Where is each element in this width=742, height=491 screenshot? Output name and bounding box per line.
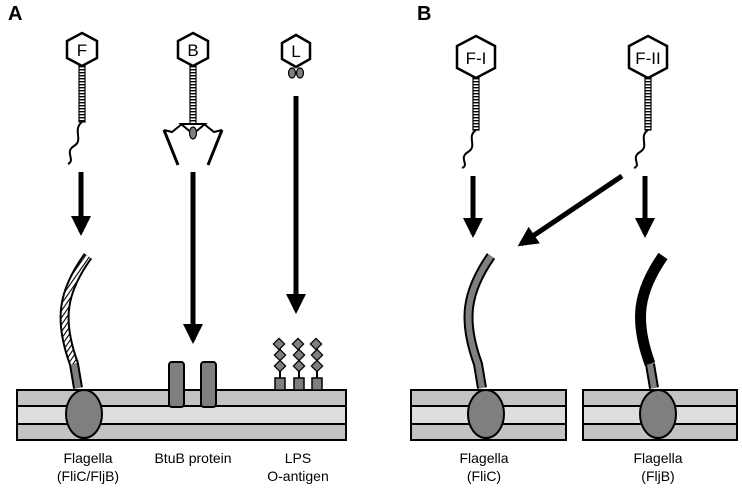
label-flagella-fljb-line1: Flagella — [633, 450, 682, 466]
phage-b: B — [162, 31, 224, 166]
panel-a-label: A — [8, 3, 22, 25]
panel-b-label: B — [417, 3, 431, 25]
btub-protein — [168, 361, 217, 408]
label-flagella-a-line1: Flagella — [63, 450, 112, 466]
phage-l-label: L — [291, 42, 300, 61]
label-flagella-flic-line2: (FliC) — [467, 468, 501, 484]
flagella-a — [59, 253, 103, 439]
label-btub: BtuB protein — [154, 450, 231, 466]
phage-f1-label: F-I — [466, 49, 487, 68]
flagella-flic — [463, 253, 505, 439]
phage-f: F — [65, 31, 99, 165]
phage-f1: F-I — [455, 34, 497, 169]
arrow-f2-to-flic — [517, 173, 624, 247]
phage-f-label: F — [77, 41, 87, 60]
phage-f2-label: F-II — [635, 49, 661, 68]
label-flagella-fljb-line2: (FljB) — [641, 468, 674, 484]
label-flagella-flic-line1: Flagella — [459, 450, 508, 466]
phage-l: L — [280, 33, 312, 79]
lps-o-antigen — [272, 337, 324, 391]
phage-b-label: B — [187, 41, 198, 60]
label-lps-line2: O-antigen — [267, 468, 328, 484]
label-lps-line1: LPS — [285, 450, 311, 466]
label-flagella-a-line2: (FliC/FljB) — [57, 468, 119, 484]
flagella-fljb — [635, 252, 677, 439]
phage-f2: F-II — [627, 34, 669, 169]
